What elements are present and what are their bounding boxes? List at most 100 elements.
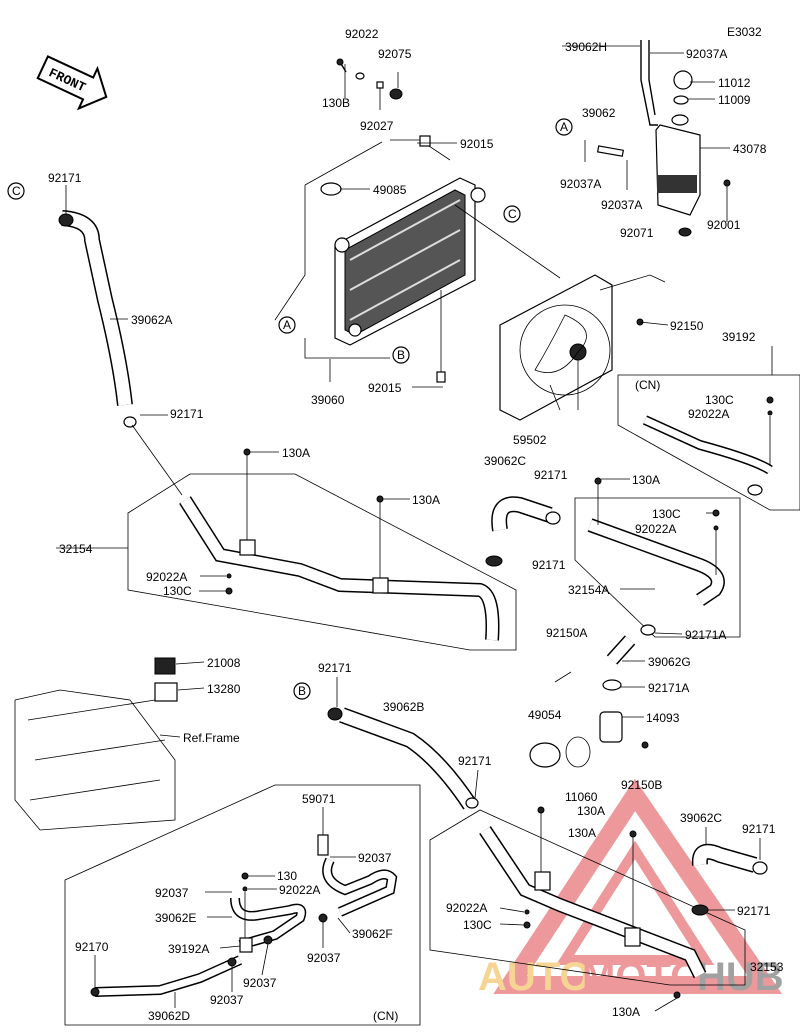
- part-label: 32154: [59, 542, 93, 556]
- svg-text:A: A: [283, 318, 291, 332]
- part-label: 39062B: [383, 700, 424, 714]
- watermark-auto: AUTO: [478, 955, 591, 999]
- part-label: 32154A: [568, 583, 609, 597]
- watermark: AUTO MOTO HUB: [478, 778, 784, 999]
- part-label: 92170: [75, 940, 109, 954]
- part-label: 92171: [48, 171, 82, 185]
- bracket-icon: [419, 135, 431, 147]
- pipe-32154: [179, 496, 500, 641]
- part-label: 92150B: [621, 778, 662, 792]
- part-label: 92037: [155, 886, 189, 900]
- part-label: 39062: [582, 106, 616, 120]
- hose-assembly-cn: [90, 834, 398, 997]
- part-label: 39062G: [648, 655, 691, 669]
- part-label: 130A: [612, 1005, 640, 1019]
- part-label: 49085: [373, 183, 407, 197]
- part-label: 92150A: [546, 626, 587, 640]
- hose-39062A: [58, 210, 137, 428]
- part-labels: 92022 92075 130B 92027 92015 49085 39060…: [48, 27, 784, 1023]
- callout-a-tank: A: [555, 118, 573, 136]
- front-arrow-icon: FRONT: [36, 55, 108, 111]
- svg-text:C: C: [12, 184, 21, 198]
- part-label: 92075: [378, 47, 412, 61]
- part-label: 92022A: [635, 522, 676, 536]
- part-label: 130A: [412, 493, 440, 507]
- part-label: 39062E: [155, 911, 196, 925]
- thermostat-housing: [529, 635, 649, 768]
- part-label: 39062C: [680, 811, 722, 825]
- frame-reference: [14, 657, 178, 831]
- part-label: 92022A: [146, 570, 187, 584]
- part-label: 92071: [620, 226, 654, 240]
- cn-label: (CN): [635, 378, 660, 392]
- part-label: 130A: [577, 804, 605, 818]
- part-label: 130A: [568, 826, 596, 840]
- pipe-32154A: [587, 518, 725, 636]
- part-label: 130A: [632, 473, 660, 487]
- watermark-moto: MOTO: [582, 955, 701, 999]
- part-label: 92037A: [601, 198, 642, 212]
- part-label: 92015: [460, 137, 494, 151]
- group-outline-32154: [127, 473, 517, 651]
- part-label: 13280: [207, 682, 241, 696]
- part-label: 11012: [718, 76, 751, 90]
- group-outline-cn-inset: [64, 784, 421, 1026]
- svg-text:B: B: [397, 348, 405, 362]
- part-label: 59502: [513, 433, 547, 447]
- part-label: 92022A: [446, 901, 487, 915]
- part-label: 92022A: [279, 883, 320, 897]
- hose-39062C-upper: [485, 496, 561, 567]
- part-label: 39062A: [131, 313, 172, 327]
- part-label: 39062H: [565, 40, 607, 54]
- part-label: 92171: [742, 822, 776, 836]
- group-outline-39192: [617, 374, 800, 511]
- radiator-cap-icon: [320, 182, 342, 196]
- reservoir-tank: [655, 70, 731, 237]
- part-label: 39192: [722, 330, 756, 344]
- part-label: 49054: [528, 708, 562, 722]
- bracket-icon: [436, 371, 446, 383]
- part-label: 92037: [307, 951, 341, 965]
- part-label: 130B: [322, 96, 350, 110]
- cn-label: (CN): [373, 1009, 398, 1023]
- radiator: [334, 177, 486, 346]
- hose-39192: [642, 396, 774, 496]
- part-label: 130C: [652, 507, 681, 521]
- part-label: 92037: [243, 976, 277, 990]
- hose-39062B: [327, 707, 479, 810]
- part-label: 92037A: [560, 177, 601, 191]
- group-outline-32153: [429, 809, 746, 986]
- part-label: 92022A: [688, 407, 729, 421]
- part-label: 92171: [534, 468, 568, 482]
- part-label: 59071: [302, 792, 336, 806]
- watermark-hub: HUB: [697, 955, 784, 999]
- svg-text:C: C: [508, 207, 517, 221]
- callout-c-left: C: [7, 182, 25, 200]
- part-label: 130C: [705, 393, 734, 407]
- part-label: 92027: [360, 119, 394, 133]
- leader-lines: [56, 45, 773, 1012]
- part-label: 39062C: [484, 454, 526, 468]
- bolt-hardware: [336, 58, 403, 100]
- part-label: 11060: [565, 790, 598, 804]
- part-label: 92171: [737, 904, 771, 918]
- part-label: 43078: [733, 142, 767, 156]
- group-outline-32154A: [574, 497, 741, 638]
- callout-a-radiator: A: [278, 316, 296, 334]
- part-label: 39192A: [168, 942, 209, 956]
- part-label: 130C: [463, 918, 492, 932]
- part-label: 39060: [311, 393, 345, 407]
- svg-text:B: B: [298, 684, 306, 698]
- part-label: 11009: [718, 93, 751, 107]
- part-label: 92037A: [686, 47, 727, 61]
- part-label: 92171: [170, 407, 204, 421]
- part-label: 130C: [163, 584, 192, 598]
- part-label: 92037: [358, 851, 392, 865]
- part-label: 39062F: [352, 927, 393, 941]
- callout-b-radiator: B: [392, 346, 410, 364]
- fan-assembly: [499, 274, 666, 421]
- pipe-32153: [479, 826, 768, 979]
- part-label: 14093: [646, 711, 680, 725]
- part-label: 92171: [458, 754, 492, 768]
